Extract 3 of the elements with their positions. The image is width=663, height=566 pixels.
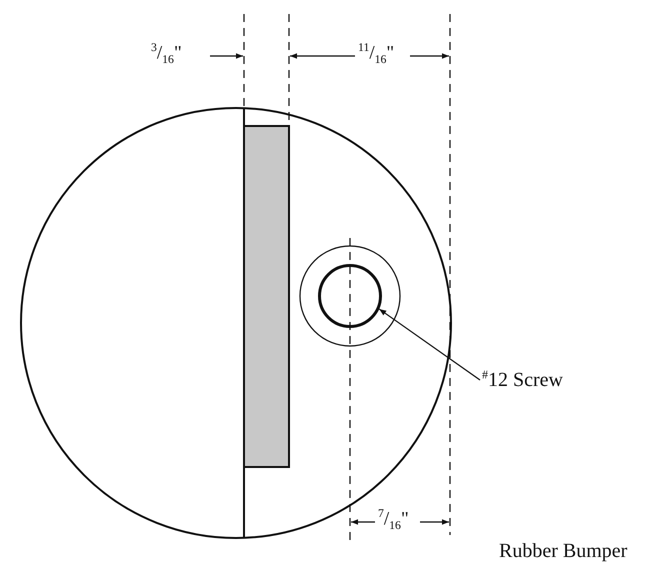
- screw-hole: [318, 264, 382, 328]
- leader-line: [378, 308, 480, 380]
- part-label: $^{#}$12 Screw: [482, 368, 563, 391]
